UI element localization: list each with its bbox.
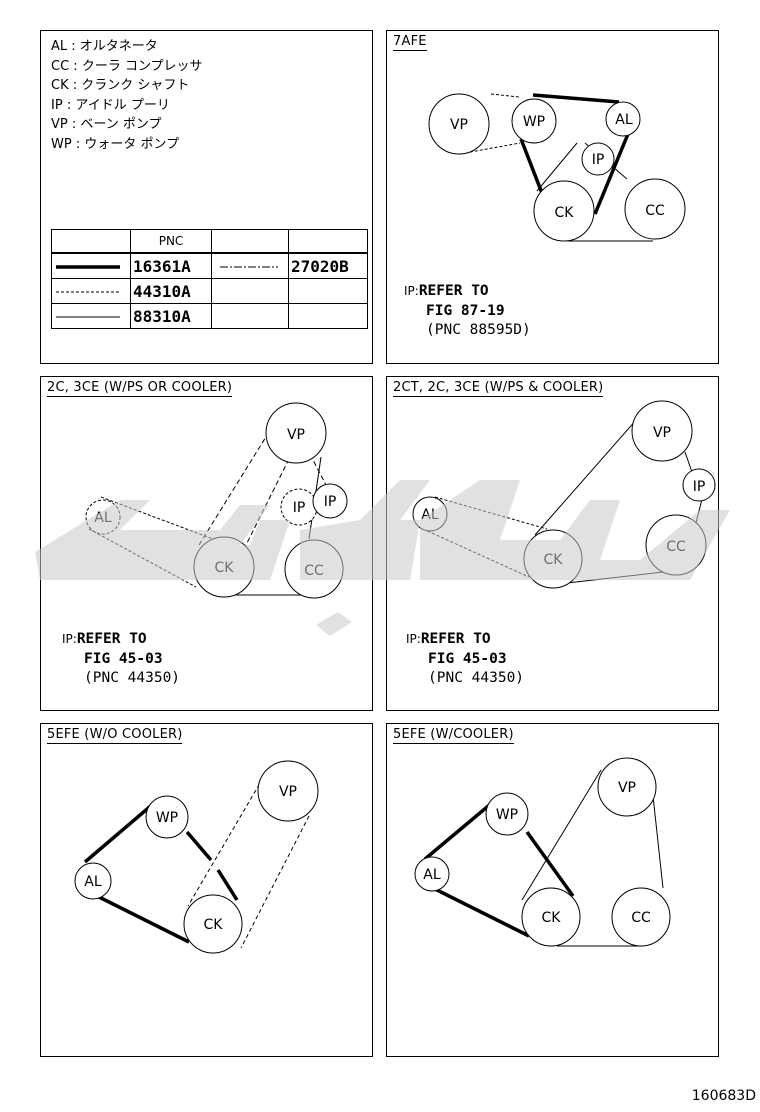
pnc-value: 88310A: [130, 303, 212, 329]
panel-title: 2CT, 2C, 3CE (W/PS & COOLER): [393, 380, 604, 397]
ck-label: CK: [204, 917, 224, 933]
panel-title: 2C, 3CE (W/PS OR COOLER): [47, 380, 233, 397]
line-sample-solid-thin: [51, 303, 131, 329]
al-label: AL: [421, 507, 439, 523]
ck-label: CK: [542, 910, 562, 926]
wp-label: WP: [156, 810, 178, 826]
cc-label: CC: [645, 203, 665, 219]
vp-label: VP: [450, 117, 468, 133]
vp-label: VP: [287, 427, 305, 443]
legend-item: CC : クーラ コンプレッサ: [51, 58, 203, 74]
ck-label: CK: [555, 205, 575, 221]
legend-panel: AL : オルタネータ CC : クーラ コンプレッサ CK : クランク シャ…: [40, 30, 373, 364]
panel-title: 5EFE (W/O COOLER): [47, 727, 183, 744]
ck-label: CK: [215, 560, 235, 576]
belt-diagram: VP WP AL IP CK CC: [428, 93, 686, 242]
panel-7afe: 7AFE VP WP AL IP CK CC IP:REFER T: [386, 30, 719, 364]
panel-2c-3ce: 2C, 3CE (W/PS OR COOLER) AL VP IP IP CK …: [40, 376, 373, 711]
pnc-value: 44310A: [130, 278, 212, 304]
pnc-value: 27020B: [288, 252, 368, 279]
legend-item: AL : オルタネータ: [51, 39, 158, 54]
reference-note: IP:REFER TO FIG 45-03 (PNC 44350): [62, 631, 181, 686]
panel-5efe-w-cooler: 5EFE (W/COOLER) AL WP VP CK CC: [386, 723, 719, 1057]
wp-label: WP: [496, 807, 518, 823]
reference-note: IP:REFER TO FIG 45-03 (PNC 44350): [406, 631, 525, 686]
belt-diagram: AL WP VP CK CC: [414, 757, 671, 947]
al-label: AL: [423, 867, 441, 883]
ck-label: CK: [544, 552, 564, 568]
abbreviation-list: AL : オルタネータ CC : クーラ コンプレッサ CK : クランク シャ…: [51, 37, 203, 154]
reference-note: IP:REFER TO FIG 87-19 (PNC 88595D): [404, 283, 531, 338]
legend-item: IP : アイドル プーリ: [51, 97, 170, 113]
figure-code: 160683D: [691, 1088, 756, 1104]
line-sample-dashed: [51, 278, 131, 304]
pnc-table: PNC 16361A 27020B 44310A 88310A: [51, 229, 368, 329]
wp-label: WP: [523, 114, 545, 130]
ip-label: IP: [693, 479, 706, 495]
panel-2ct-2c-3ce: 2CT, 2C, 3CE (W/PS & COOLER) AL VP IP CK…: [386, 376, 719, 711]
vp-label: VP: [618, 780, 636, 796]
cc-label: CC: [666, 539, 686, 555]
al-label: AL: [84, 874, 102, 890]
cc-label: CC: [631, 910, 651, 926]
panel-5efe-wo-cooler: 5EFE (W/O COOLER) AL WP VP CK: [40, 723, 373, 1057]
pnc-value: 16361A: [130, 252, 212, 279]
legend-item: CK : クランク シャフト: [51, 78, 190, 93]
panel-title: 7AFE: [393, 34, 427, 51]
vp-label: VP: [279, 784, 297, 800]
ip-label: IP: [592, 152, 605, 168]
al-label: AL: [615, 112, 633, 128]
cc-label: CC: [304, 563, 324, 579]
ip-label: IP: [324, 494, 337, 510]
panel-title: 5EFE (W/COOLER): [393, 727, 514, 744]
ip-label: IP: [293, 500, 306, 516]
pnc-header: PNC: [130, 229, 212, 254]
legend-item: VP : ベーン ポンプ: [51, 117, 162, 132]
line-sample-solid-thick: [51, 252, 131, 279]
al-label: AL: [94, 510, 112, 526]
belt-diagram: AL WP VP CK: [74, 760, 319, 954]
legend-item: WP : ウォータ ポンプ: [51, 136, 180, 152]
vp-label: VP: [653, 425, 671, 441]
line-sample-dashdot: [211, 252, 289, 279]
